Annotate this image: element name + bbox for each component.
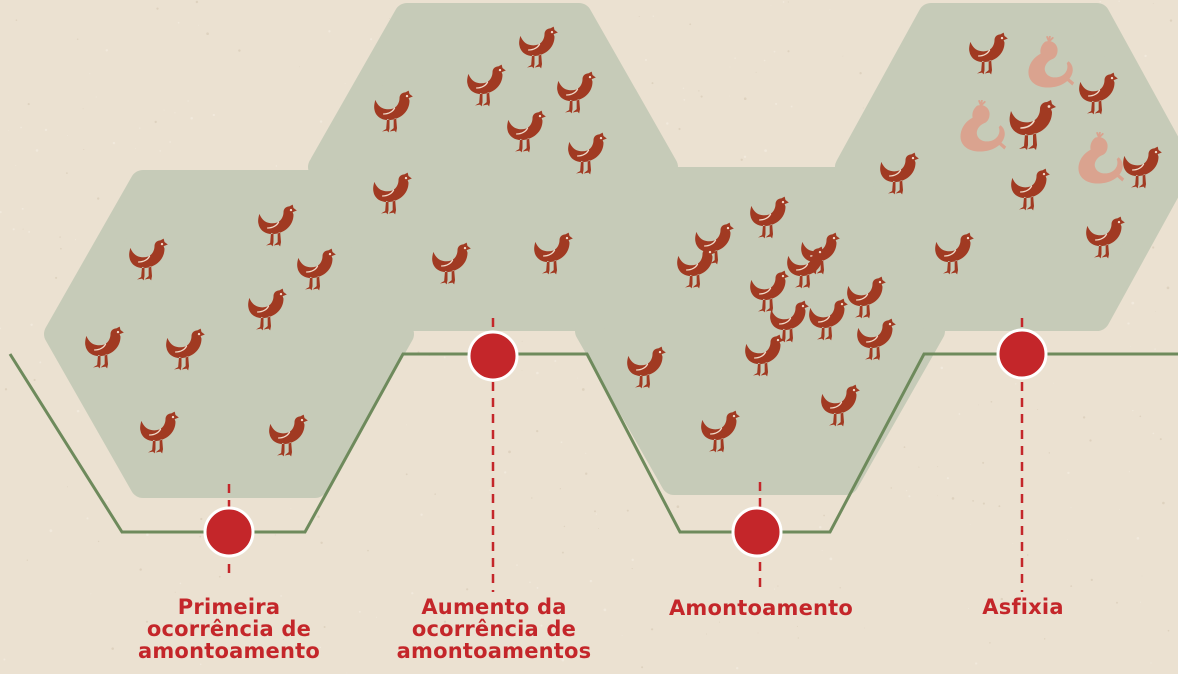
stage-label-first-huddling: Primeira ocorrência de amontoamento bbox=[137, 595, 320, 663]
timeline-path-line bbox=[8, 352, 1178, 534]
stage-marker-1-red-dot-icon bbox=[203, 506, 255, 558]
stage-label-increased-huddling: Aumento da ocorrência de amontoamentos bbox=[396, 595, 592, 663]
marker-layer bbox=[203, 328, 1048, 558]
stage-marker-3-red-dot-icon bbox=[731, 506, 783, 558]
stage-marker-2-red-dot-icon bbox=[467, 330, 519, 382]
stage-marker-4-red-dot-icon bbox=[996, 328, 1048, 380]
stage-label-huddling: Amontoamento bbox=[668, 596, 854, 620]
stage-label-asphyxia: Asfixia bbox=[982, 595, 1064, 619]
